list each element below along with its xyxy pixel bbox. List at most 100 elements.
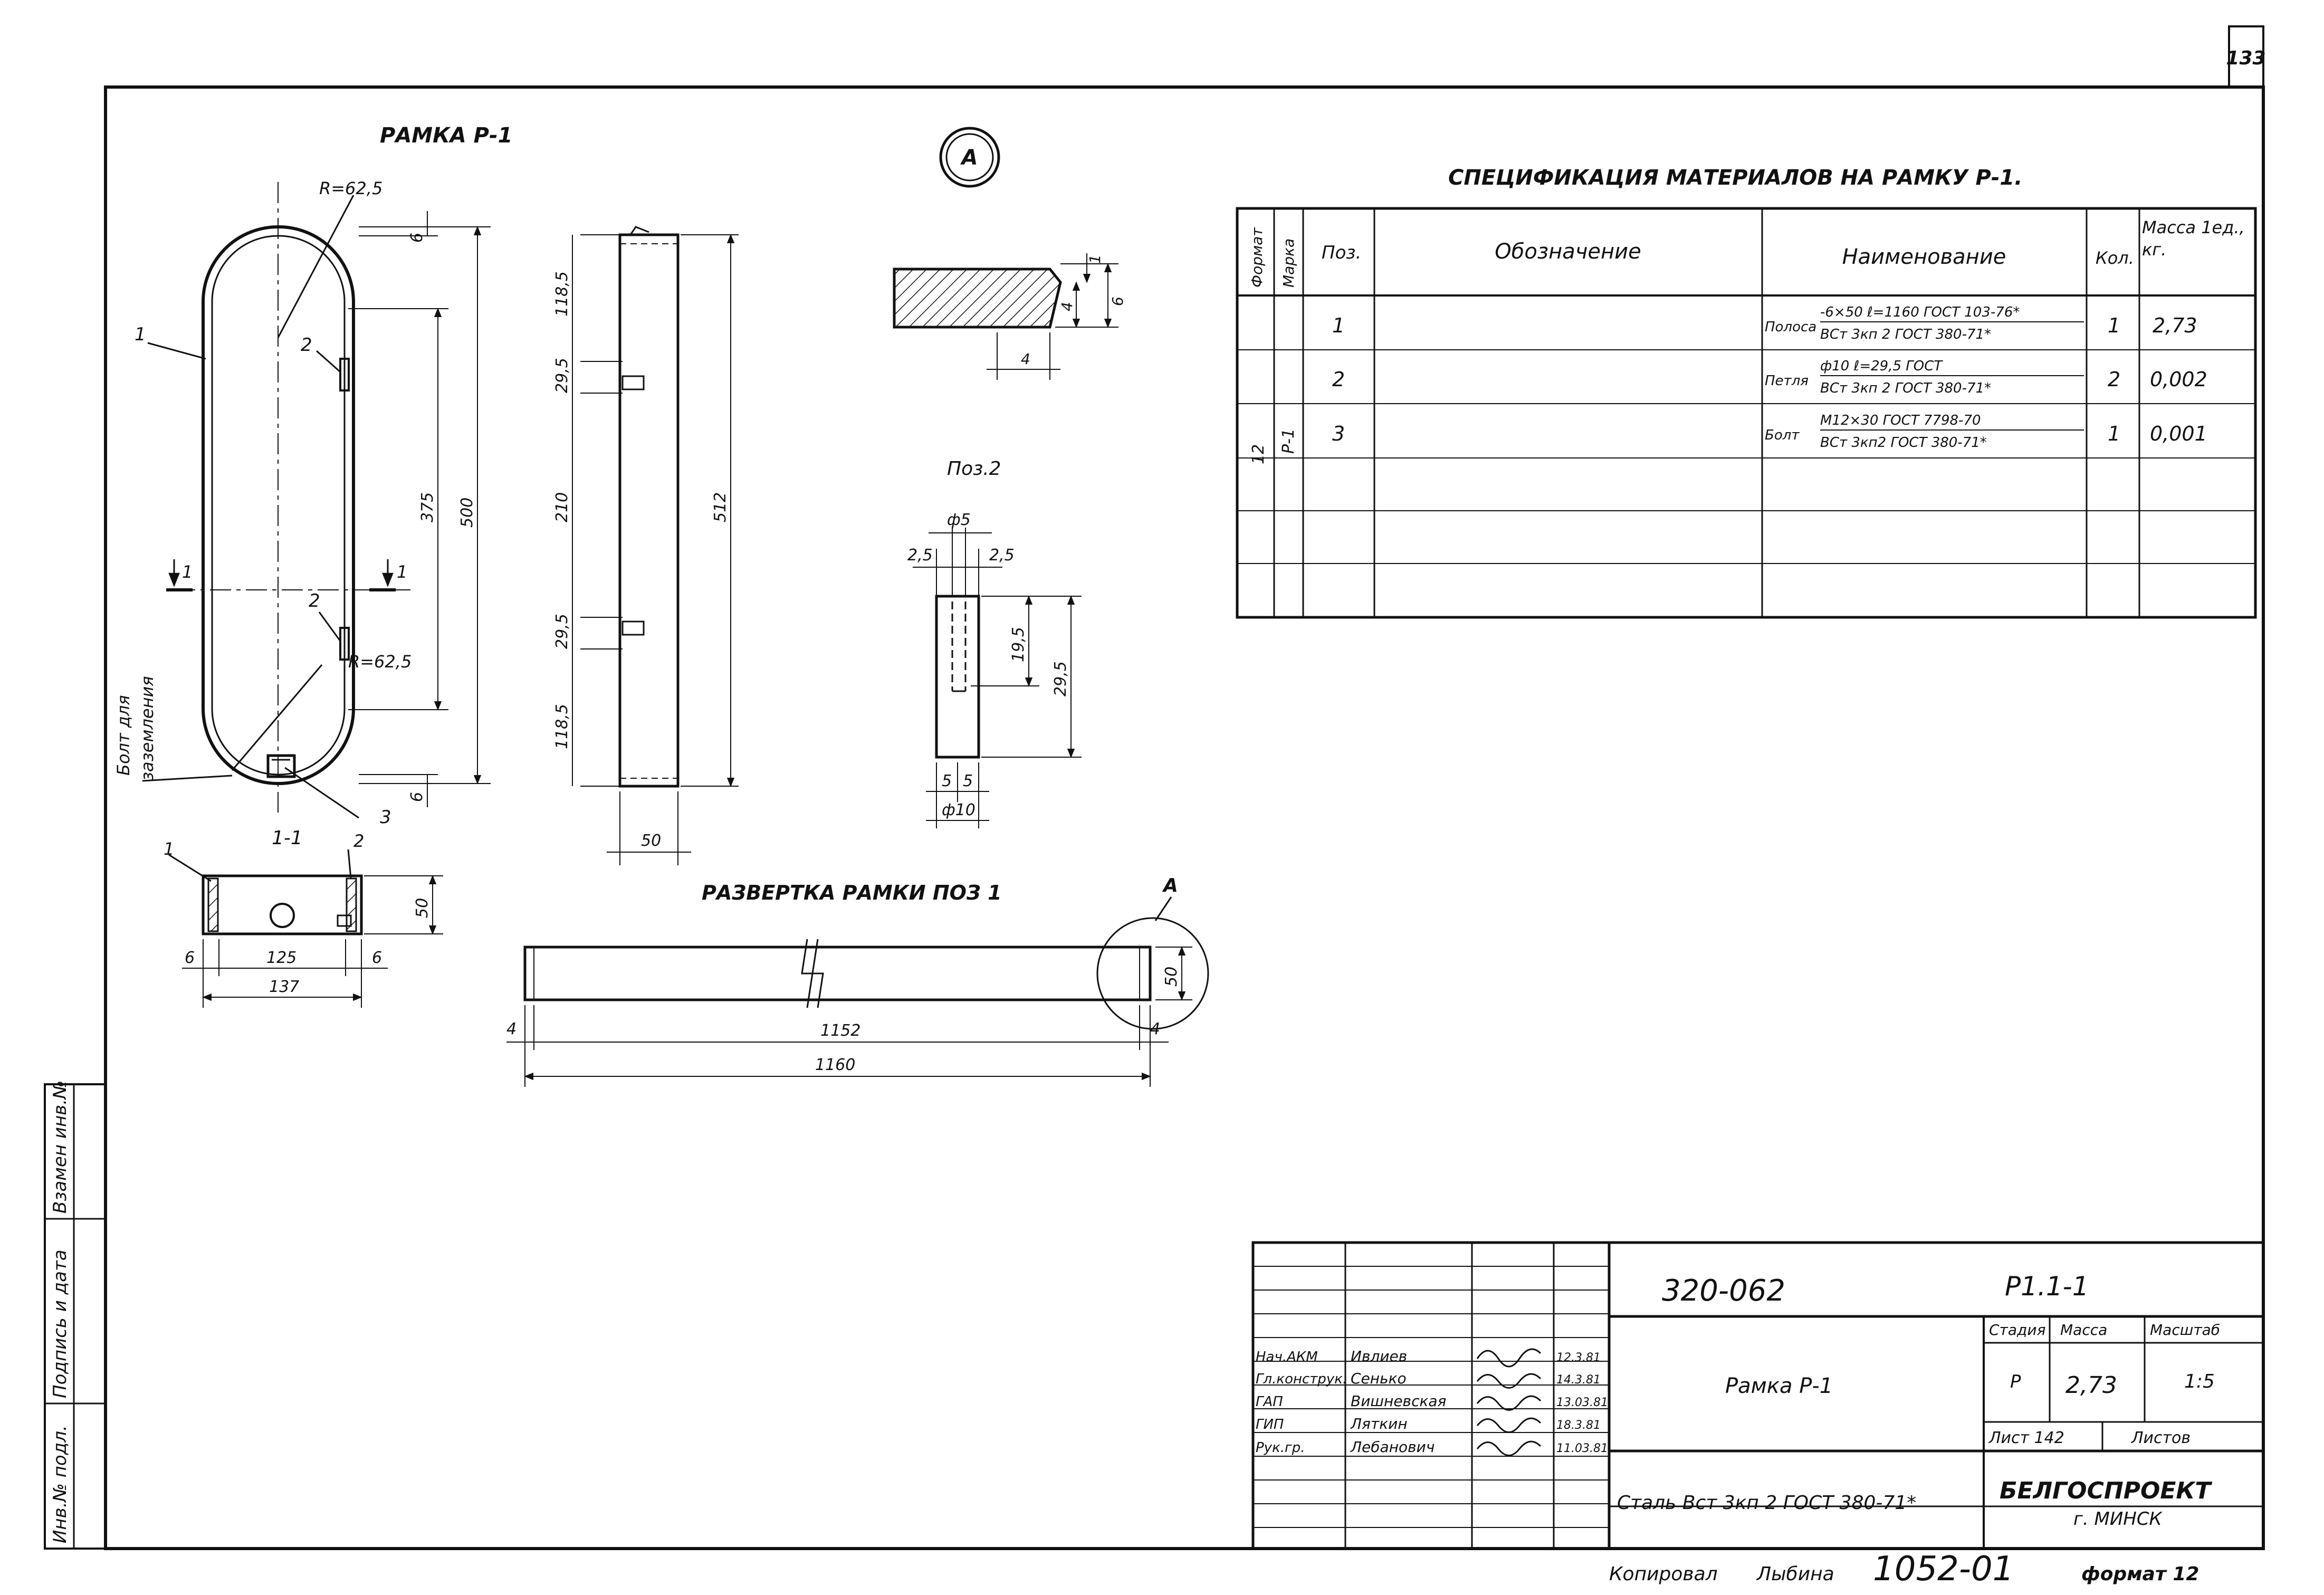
staff-role: Рук.гр. bbox=[1256, 1440, 1305, 1456]
section-title: 1-1 bbox=[272, 827, 303, 849]
pos2-dim-5b: 5 bbox=[963, 772, 973, 790]
item-name: Рамка Р-1 bbox=[1725, 1374, 1833, 1398]
unfold-callout-a: А bbox=[1162, 875, 1178, 896]
frame-view-title: РАМКА Р-1 bbox=[380, 123, 512, 148]
bolt-label-line1: Болт для bbox=[113, 695, 133, 776]
pos2-dim-phi10: ф10 bbox=[942, 801, 975, 819]
detail-dim-4h: 4 bbox=[1021, 350, 1030, 368]
staff-name: Ляткин bbox=[1350, 1415, 1408, 1432]
section-pos-1: 1 bbox=[164, 839, 174, 859]
spec-row-1-pos: 1 bbox=[1332, 314, 1345, 337]
staff-role: Гл.конструк. bbox=[1256, 1371, 1347, 1387]
spec-header-designation: Обозначение bbox=[1495, 240, 1641, 264]
side-dim-295a: 29,5 bbox=[553, 358, 571, 393]
unfold-title: РАЗВЕРТКА РАМКИ ПОЗ 1 bbox=[702, 881, 1002, 904]
spec-row-2-pos: 2 bbox=[1332, 368, 1345, 391]
spec-row-3-name-top: М12×30 ГОСТ 7798-70 bbox=[1820, 413, 1981, 428]
section-mark-right: 1 bbox=[397, 562, 407, 582]
spec-header-name: Наименование bbox=[1842, 245, 2006, 269]
section-dim-50: 50 bbox=[413, 898, 432, 918]
side-dim-295b: 29,5 bbox=[553, 614, 571, 649]
staff-name: Лебанович bbox=[1350, 1438, 1434, 1456]
pos2-dim-195: 19,5 bbox=[1009, 627, 1028, 662]
org-city: г. МИНСК bbox=[2073, 1508, 2163, 1530]
spec-row-1-name-bottom: ВСт 3кп 2 ГОСТ 380-71* bbox=[1820, 327, 1991, 342]
staff-date: 11.03.81 bbox=[1556, 1442, 1608, 1455]
footer: Копировал Лыбина 1052-01 формат 12 bbox=[1609, 1550, 2199, 1589]
spec-row-2-name-top: ф10 ℓ=29,5 ГОСТ bbox=[1820, 358, 1943, 374]
staff-date: 18.3.81 bbox=[1556, 1419, 1601, 1432]
margin-label-inventory: Инв.№ подл. bbox=[50, 1425, 71, 1543]
spec-row-1-qty: 1 bbox=[2108, 314, 2120, 337]
spec-title: СПЕЦИФИКАЦИЯ МАТЕРИАЛОВ НА РАМКУ Р-1. bbox=[1448, 166, 2022, 190]
pos-2a-label: 2 bbox=[301, 335, 312, 356]
unfold-dim-4a: 4 bbox=[506, 1020, 517, 1038]
staff-name: Вишневская bbox=[1351, 1392, 1446, 1410]
callout-a-circle: А bbox=[939, 127, 1000, 188]
section-dim-6a: 6 bbox=[185, 949, 195, 967]
staff-role: Нач.АКМ bbox=[1256, 1349, 1318, 1365]
spec-table: СПЕЦИФИКАЦИЯ МАТЕРИАЛОВ НА РАМКУ Р-1. Фо… bbox=[1236, 166, 2257, 619]
side-dim-1185a: 118,5 bbox=[553, 271, 571, 317]
staff-name: Сенько bbox=[1351, 1370, 1407, 1387]
section-dim-125: 125 bbox=[266, 949, 297, 967]
pos2-dim-5a: 5 bbox=[942, 772, 952, 790]
detail-dim-4v: 4 bbox=[1058, 302, 1076, 311]
side-dim-50: 50 bbox=[641, 832, 661, 850]
section-mark-left: 1 bbox=[182, 562, 193, 582]
spec-row-1-mass: 2,73 bbox=[2153, 314, 2197, 337]
detail-a-view: 1 6 4 4 bbox=[893, 253, 1126, 380]
unfold-dim-1152: 1152 bbox=[820, 1021, 860, 1040]
margin-label-replaced: Взамен инв.№ bbox=[50, 1081, 71, 1214]
footer-number: 1052-01 bbox=[1873, 1550, 2014, 1589]
spec-row-1-name-top: -6×50 ℓ=1160 ГОСТ 103-76* bbox=[1820, 304, 2020, 320]
spec-row-1-prefix: Полоса bbox=[1765, 319, 1816, 335]
pos-1-label: 1 bbox=[135, 324, 146, 345]
dim-500: 500 bbox=[458, 498, 476, 528]
staff-date: 13.03.81 bbox=[1556, 1396, 1608, 1409]
section-pos-2: 2 bbox=[353, 831, 364, 851]
footer-format: формат 12 bbox=[2081, 1563, 2199, 1585]
frame-front-view bbox=[142, 182, 491, 819]
detail-dim-6: 6 bbox=[1109, 297, 1126, 306]
sheet-label: Лист 142 bbox=[1988, 1429, 2064, 1447]
staff-row: ГИП Ляткин 18.3.81 bbox=[1256, 1415, 1601, 1433]
bolt-label-line2: заземления bbox=[137, 676, 157, 781]
frame-front-view-labels: R=62,5 R=62,5 1 2 2 3 1 1 6 375 500 6 Бо… bbox=[113, 178, 476, 828]
pos-2b-label: 2 bbox=[309, 590, 320, 612]
spec-row-3-qty: 1 bbox=[2108, 422, 2120, 445]
org-name: БЕЛГОСПРОЕКТ bbox=[2000, 1477, 2212, 1504]
sheet-number: 133 bbox=[2226, 47, 2265, 69]
section-dim-137: 137 bbox=[269, 978, 299, 996]
spec-row-3-name-bottom: ВСт 3кп2 ГОСТ 380-71* bbox=[1820, 435, 1987, 451]
pos2-dim-phi5: ф5 bbox=[947, 511, 971, 529]
spec-group-format: 12 bbox=[1249, 444, 1268, 464]
stage-label: Стадия bbox=[1989, 1321, 2045, 1339]
margin-label-signature: Подпись и дата bbox=[50, 1249, 71, 1398]
staff-date: 12.3.81 bbox=[1556, 1351, 1601, 1364]
spec-row-2-qty: 2 bbox=[2108, 368, 2120, 391]
scale-label: Масштаб bbox=[2150, 1321, 2220, 1339]
staff-date: 14.3.81 bbox=[1556, 1373, 1601, 1387]
staff-row: Гл.конструк. Сенько 14.3.81 bbox=[1256, 1370, 1601, 1389]
sheets-label: Листов bbox=[2131, 1429, 2191, 1447]
spec-header-pos: Поз. bbox=[1322, 242, 1361, 263]
unfold-dim-4b: 4 bbox=[1150, 1020, 1160, 1038]
staff-role: ГАП bbox=[1256, 1394, 1283, 1410]
footer-copied: Копировал bbox=[1609, 1563, 1718, 1585]
detail-dim-1: 1 bbox=[1086, 254, 1104, 264]
spec-row-2-prefix: Петля bbox=[1765, 373, 1809, 389]
side-dim-210: 210 bbox=[553, 492, 571, 522]
unfold-dim-1160: 1160 bbox=[815, 1056, 855, 1074]
dim-375: 375 bbox=[418, 492, 437, 522]
frame-side-view-labels: 118,5 29,5 210 29,5 118,5 512 50 bbox=[553, 271, 730, 850]
spec-row-2-name-bottom: ВСт 3кп 2 ГОСТ 380-71* bbox=[1820, 380, 1991, 396]
pos2-dim-25a: 2,5 bbox=[907, 546, 933, 565]
spec-header-mark: Марка bbox=[1280, 238, 1297, 288]
spec-header-mass: Масса 1ед., кг. bbox=[2142, 217, 2245, 260]
scale-value: 1:5 bbox=[2184, 1371, 2215, 1392]
staff-row: Рук.гр. Лебанович 11.03.81 bbox=[1256, 1438, 1608, 1456]
staff-role: ГИП bbox=[1256, 1417, 1284, 1432]
pos2-title: Поз.2 bbox=[947, 458, 1001, 480]
